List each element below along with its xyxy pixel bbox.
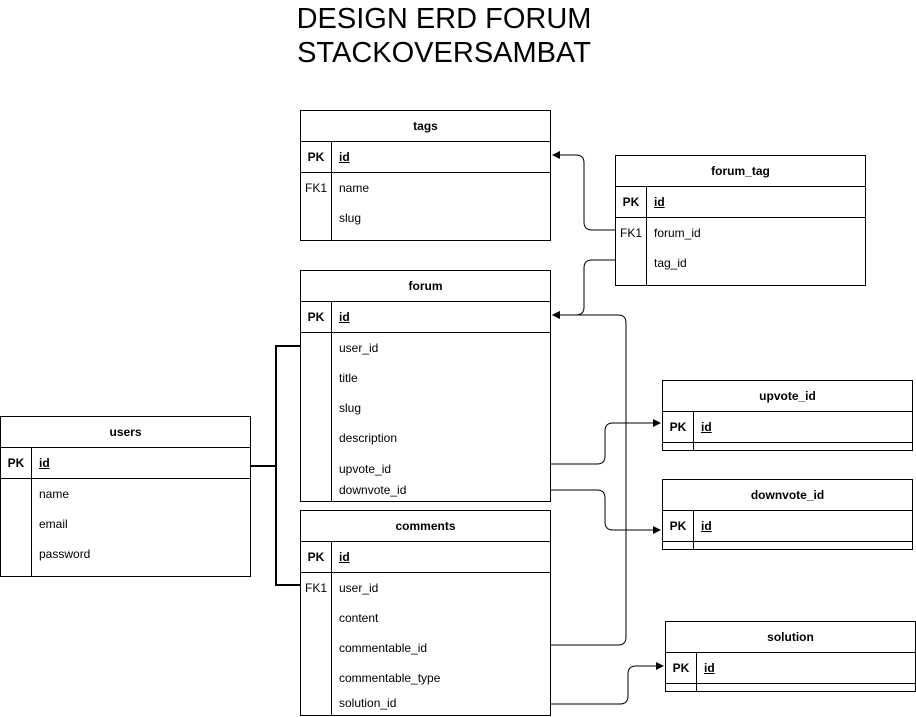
field-name: password xyxy=(39,547,91,561)
entity-header: tags xyxy=(301,111,550,142)
field-name: id xyxy=(701,420,712,434)
key-label: FK1 xyxy=(619,226,642,240)
entity-row: slug xyxy=(301,393,550,423)
field-name: commentable_type xyxy=(339,671,441,685)
field-name: title xyxy=(339,371,358,385)
entity-row-pk: PK id xyxy=(1,448,250,479)
entity-row: tag_id xyxy=(616,248,865,278)
key-label: PK xyxy=(669,519,687,533)
field-name: name xyxy=(39,487,70,501)
entity-row: FK1 name xyxy=(301,173,550,203)
field-name: solution_id xyxy=(339,696,397,710)
key-label: PK xyxy=(307,150,325,164)
field-name: downvote_id xyxy=(339,483,407,497)
field-name: email xyxy=(39,517,68,531)
entity-row: downvote_id xyxy=(301,478,550,503)
field-name: commentable_id xyxy=(339,641,428,655)
field-name: id xyxy=(704,661,715,675)
connector-comments-forum xyxy=(551,311,627,646)
field-name: name xyxy=(339,181,370,195)
entity-row: commentable_id xyxy=(301,633,550,663)
entity-row: FK1 forum_id xyxy=(616,218,865,248)
connector-forum-upvote xyxy=(551,419,661,465)
entity-header: forum_tag xyxy=(616,156,865,187)
key-divider xyxy=(693,411,694,450)
connector-forumtag-tags xyxy=(552,151,615,231)
entity-row: email xyxy=(1,509,250,539)
field-name: id xyxy=(39,456,50,470)
entity-row: user_id xyxy=(301,333,550,363)
entity-header: solution xyxy=(666,622,915,653)
field-name: forum_id xyxy=(654,226,701,240)
diagram-title: DESIGN ERD FORUM STACKOVERSAMBAT xyxy=(0,2,888,70)
key-divider xyxy=(646,186,647,285)
connector-forum-downvote xyxy=(551,489,661,534)
entity-row: name xyxy=(1,479,250,509)
field-name: upvote_id xyxy=(339,462,392,476)
key-label: FK1 xyxy=(304,581,327,595)
entity-row: FK1 user_id xyxy=(301,573,550,603)
entity-users[interactable]: users PK id name email password xyxy=(0,416,251,577)
entity-header: users xyxy=(1,417,250,448)
entity-row: commentable_type xyxy=(301,663,550,693)
entity-upvote-id[interactable]: upvote_id PK id xyxy=(662,380,913,451)
field-name: id xyxy=(339,310,350,324)
field-name: id xyxy=(339,550,350,564)
entity-row: slug xyxy=(301,203,550,233)
entity-row-pk: PK id xyxy=(666,653,915,684)
entity-comments[interactable]: comments PK id FK1 user_id content comme… xyxy=(300,510,551,716)
entity-row-pk: PK id xyxy=(301,142,550,173)
entity-row-pk: PK id xyxy=(663,412,912,443)
key-divider xyxy=(693,510,694,549)
entity-forum-tag[interactable]: forum_tag PK id FK1 forum_id tag_id xyxy=(615,155,866,286)
entity-header: downvote_id xyxy=(663,480,912,511)
entity-downvote-id[interactable]: downvote_id PK id xyxy=(662,479,913,550)
key-label: PK xyxy=(307,550,325,564)
entity-row-pk: PK id xyxy=(301,302,550,333)
connector-users-forum xyxy=(251,345,300,467)
entity-row: title xyxy=(301,363,550,393)
field-name: content xyxy=(339,611,379,625)
entity-row-pk: PK id xyxy=(301,542,550,573)
key-divider xyxy=(331,541,332,715)
key-divider xyxy=(31,447,32,576)
field-name: slug xyxy=(339,401,362,415)
title-line-2: STACKOVERSAMBAT xyxy=(297,37,591,69)
entity-row: upvote_id xyxy=(301,453,550,478)
connector-users-comments xyxy=(275,466,300,586)
key-label: PK xyxy=(7,456,25,470)
key-label: PK xyxy=(307,310,325,324)
field-name: user_id xyxy=(339,581,379,595)
key-divider xyxy=(331,141,332,240)
entity-header: comments xyxy=(301,511,550,542)
entity-row: password xyxy=(1,539,250,569)
field-name: description xyxy=(339,431,398,445)
key-divider xyxy=(696,652,697,691)
key-label: FK1 xyxy=(304,181,327,195)
field-name: id xyxy=(654,195,665,209)
entity-tags[interactable]: tags PK id FK1 name slug xyxy=(300,110,551,241)
entity-forum[interactable]: forum PK id user_id title slug descripti… xyxy=(300,270,551,502)
field-name: id xyxy=(339,150,350,164)
connector-forumtag-forum xyxy=(552,259,615,319)
field-name: tag_id xyxy=(654,256,687,270)
field-name: user_id xyxy=(339,341,379,355)
field-name: slug xyxy=(339,211,362,225)
entity-solution[interactable]: solution PK id xyxy=(665,621,916,692)
title-line-1: DESIGN ERD FORUM xyxy=(296,3,592,35)
key-label: PK xyxy=(672,661,690,675)
entity-header: upvote_id xyxy=(663,381,912,412)
connector-comments-solution xyxy=(551,662,664,705)
key-divider xyxy=(331,301,332,501)
entity-row: content xyxy=(301,603,550,633)
field-name: id xyxy=(701,519,712,533)
key-label: PK xyxy=(622,195,640,209)
key-label: PK xyxy=(669,420,687,434)
entity-row-pk: PK id xyxy=(663,511,912,542)
entity-header: forum xyxy=(301,271,550,302)
entity-row: description xyxy=(301,423,550,453)
entity-row-pk: PK id xyxy=(616,187,865,218)
entity-row: solution_id xyxy=(301,693,550,717)
